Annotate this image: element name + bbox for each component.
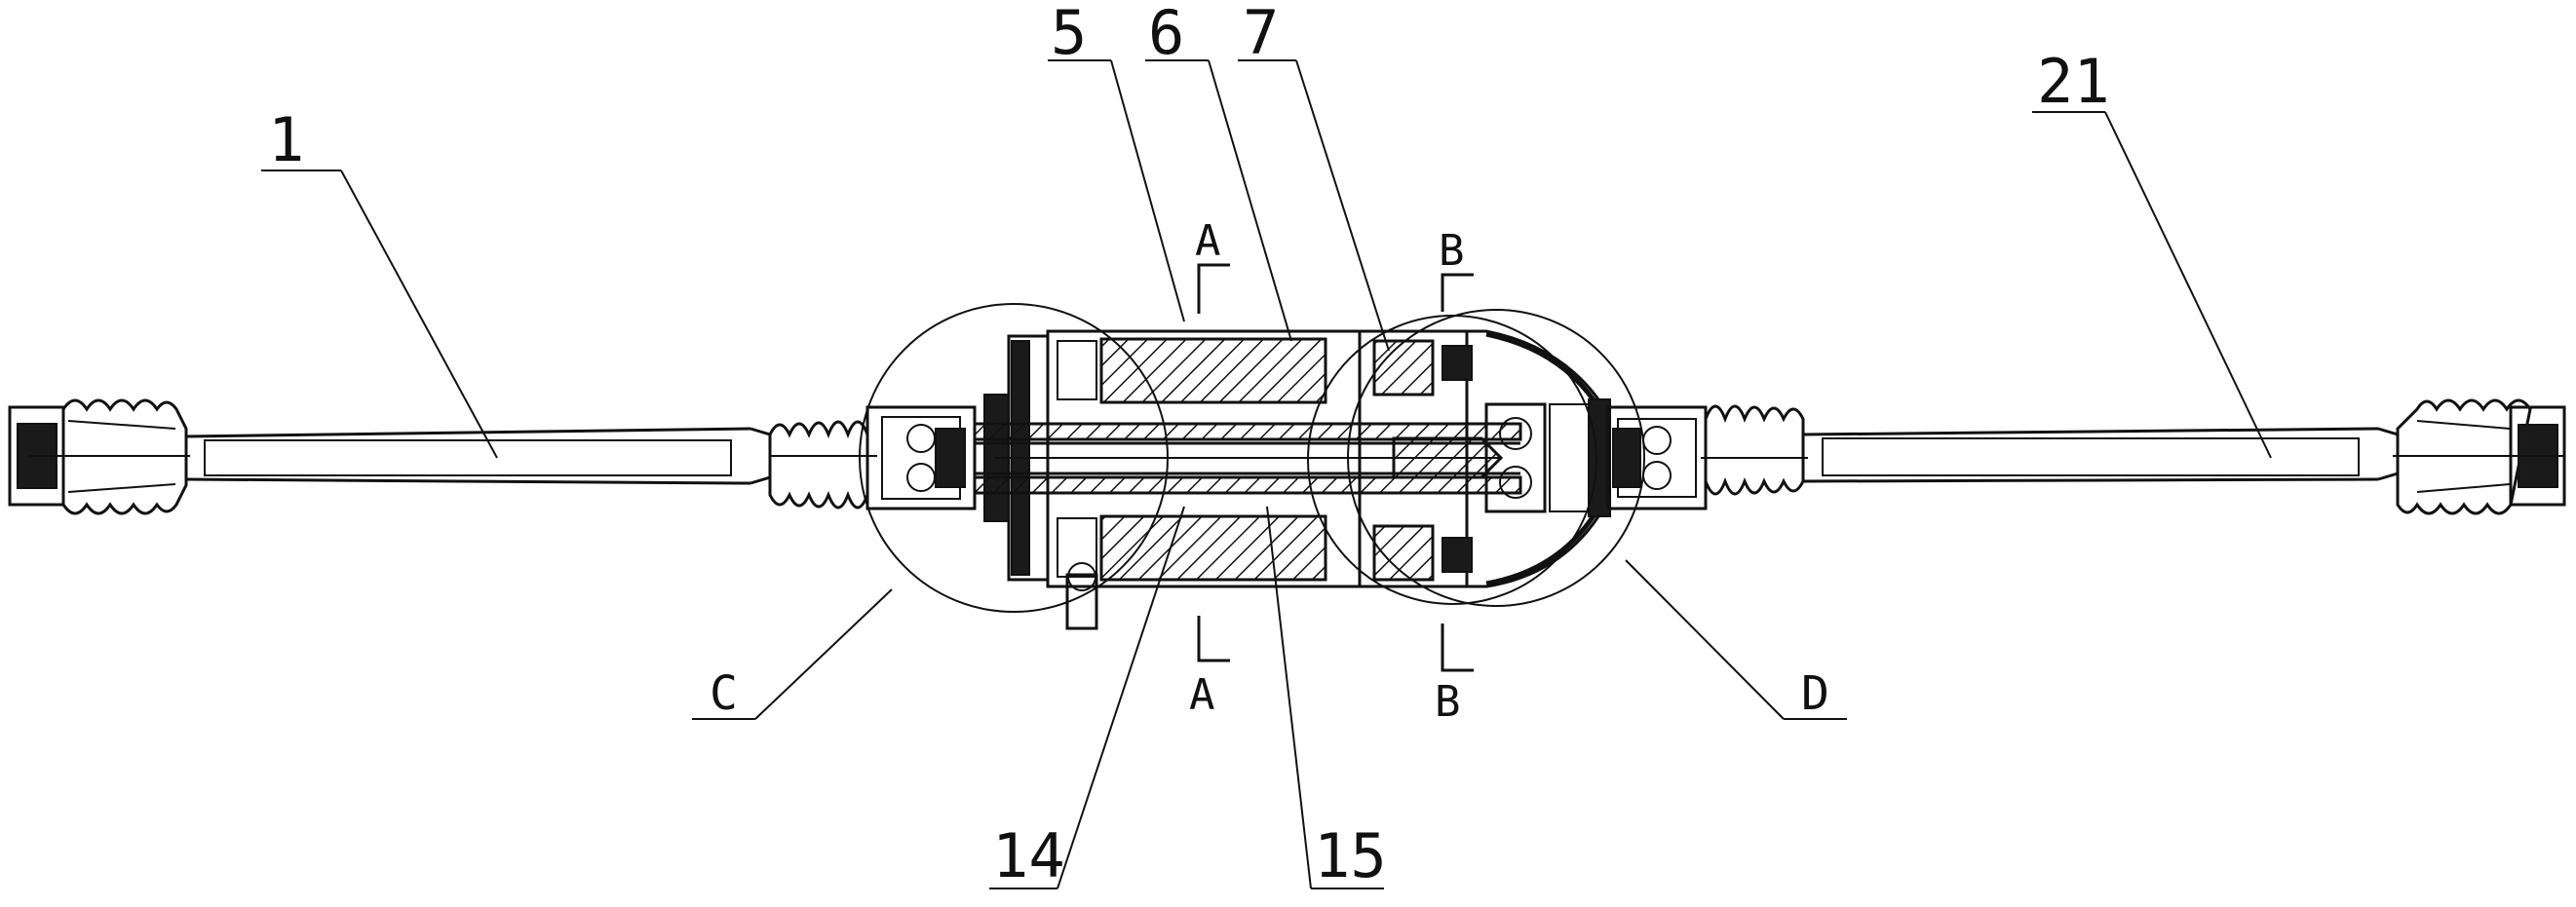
rotor-lower: [973, 475, 1522, 495]
output-gear: [1392, 436, 1504, 479]
part-6-label: 6: [1148, 0, 1184, 68]
mounting-bolt: [1065, 573, 1098, 630]
left-outer-boot: [8, 398, 190, 515]
callout-1: 1: [261, 104, 498, 459]
section-marker-a-bottom: A: [1189, 616, 1230, 720]
callout-15: 15: [1266, 506, 1387, 891]
detail-c-label: C: [710, 666, 738, 721]
callout-5: 5: [1048, 0, 1185, 322]
callout-c: C: [692, 588, 893, 721]
reducer-housing: [1358, 329, 1611, 588]
motor-housing: [973, 329, 1522, 630]
differential-bearing: [1484, 402, 1547, 513]
left-shaft-bar: [184, 427, 772, 485]
section-marker-b-top: B: [1439, 226, 1474, 312]
section-b-top-label: B: [1439, 226, 1465, 276]
section-marker-b-bottom: B: [1435, 624, 1474, 727]
right-outer-boot: [2393, 398, 2566, 515]
section-a-bottom-label: A: [1189, 670, 1215, 720]
stator-lower: [1099, 514, 1327, 582]
callout-14: 14: [989, 506, 1185, 891]
detail-circle-d: [1347, 309, 1645, 607]
rotor-upper: [973, 422, 1522, 441]
callout-7: 7: [1238, 0, 1390, 352]
part-14-label: 14: [992, 820, 1065, 891]
section-b-bottom-label: B: [1435, 677, 1461, 727]
right-inner-boot: [1701, 404, 1808, 496]
left-inner-cv-joint: [865, 405, 977, 510]
callout-21: 21: [2032, 46, 2272, 459]
callout-d: D: [1625, 559, 1847, 721]
right-half-shaft: [1606, 398, 2566, 515]
part-7-label: 7: [1243, 0, 1279, 68]
section-a-top-label: A: [1195, 216, 1221, 266]
gear-upper: [1372, 339, 1435, 397]
left-half-shaft: [8, 398, 977, 515]
right-shaft-bar: [1802, 427, 2400, 483]
part-5-label: 5: [1051, 0, 1087, 68]
part-15-label: 15: [1314, 820, 1387, 891]
callout-6: 6: [1145, 0, 1292, 342]
part-21-label: 21: [2037, 46, 2110, 117]
section-marker-a-top: A: [1195, 216, 1230, 314]
stator-upper: [1099, 337, 1327, 404]
gear-lower: [1372, 524, 1435, 582]
detail-d-label: D: [1801, 666, 1829, 721]
part-1-label: 1: [268, 104, 304, 175]
right-inner-cv-joint: [1606, 405, 1708, 510]
